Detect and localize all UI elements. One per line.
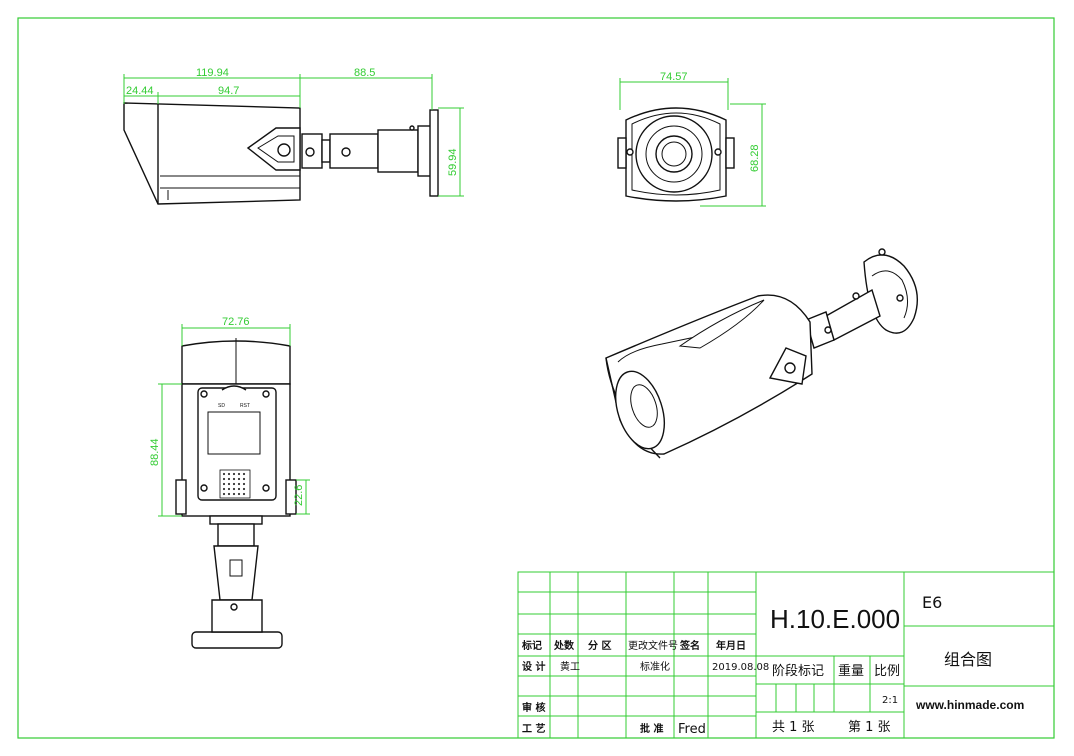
back-sd-label: SD — [218, 403, 225, 409]
dim-front-width: 74.57 — [660, 71, 688, 83]
back-rst-label: RST — [240, 403, 250, 409]
dim-side-front-segment: 24.44 — [126, 85, 154, 97]
tb-header-count: 处数 — [553, 639, 575, 652]
dim-side-total-length: 119.94 — [196, 67, 229, 79]
tb-drawing-title: 组合图 — [944, 650, 992, 669]
dim-side-body-length: 94.7 — [218, 85, 239, 97]
tb-scale-value: 2:1 — [882, 695, 898, 706]
isometric-view — [605, 248, 918, 459]
dim-back-width: 72.76 — [222, 316, 250, 328]
tb-total-sheets: 共 1 张 — [772, 720, 815, 735]
front-view-dimensions — [619, 78, 766, 207]
dim-side-mount-height: 59.94 — [447, 148, 459, 176]
tb-approve-label: 批 准 — [640, 722, 663, 735]
tb-header-change-doc: 更改文件号 — [628, 639, 678, 652]
side-view — [123, 102, 439, 205]
dim-side-mount-length: 88.5 — [354, 67, 375, 79]
tb-header-date: 年月日 — [716, 639, 746, 652]
tb-design-label: 设 计 — [522, 660, 545, 673]
tb-header-mark: 标记 — [521, 639, 542, 652]
tb-process-label: 工 艺 — [522, 722, 545, 735]
tb-sheet-number: 第 1 张 — [848, 720, 891, 735]
tb-design-date: 2019.08.08 — [712, 662, 769, 673]
tb-header-signature: 签名 — [679, 639, 700, 652]
tb-stage-label: 阶段标记 — [772, 664, 824, 679]
dim-back-panel-height: 88.44 — [149, 438, 161, 466]
tb-review-label: 审 核 — [522, 701, 545, 714]
tb-designer: 黄工 — [560, 660, 580, 673]
title-block — [517, 571, 1055, 739]
tb-code: E6 — [922, 593, 942, 612]
tb-standard-label: 标准化 — [640, 660, 670, 673]
tb-header-zone: 分 区 — [588, 639, 611, 652]
front-view — [617, 107, 735, 202]
back-view-dimensions — [158, 324, 310, 517]
tb-scale-label: 比例 — [874, 664, 900, 679]
side-view-dimensions — [123, 74, 464, 197]
dim-front-height: 68.28 — [749, 144, 761, 172]
tb-weight-label: 重量 — [838, 663, 864, 679]
back-view — [175, 338, 297, 649]
tb-drawing-number: H.10.E.000 — [770, 604, 900, 634]
dim-back-bracket-height: 22.6 — [293, 485, 305, 506]
tb-approver: Fred — [678, 722, 706, 737]
tb-website: www.hinmade.com — [915, 698, 1024, 712]
speaker-grille — [222, 472, 246, 496]
